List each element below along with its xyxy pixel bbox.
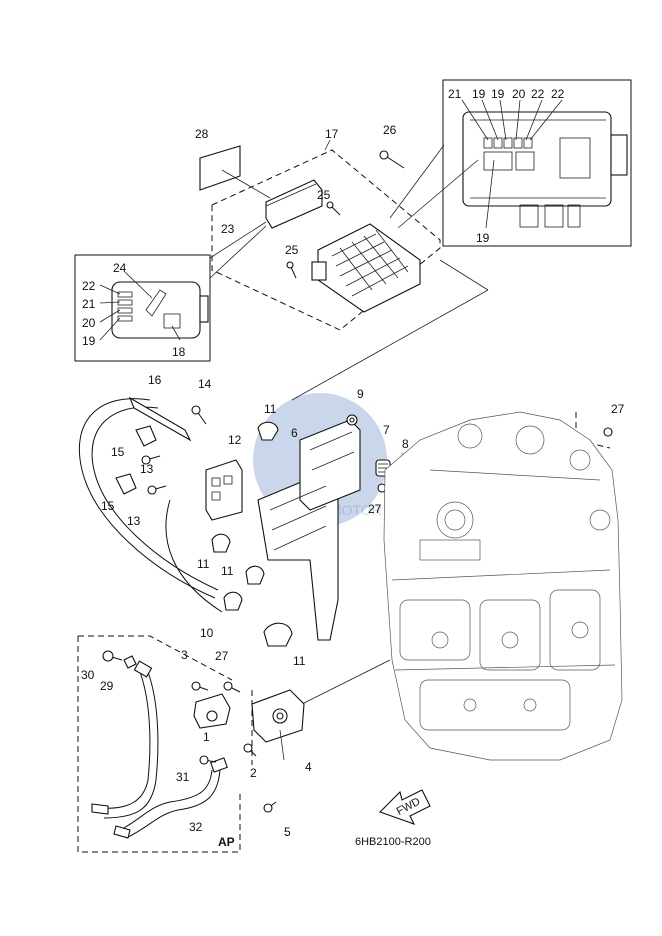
callout-5: 5 <box>284 825 291 839</box>
fwd-arrow: FWD <box>378 789 431 825</box>
leader-lines <box>291 259 489 401</box>
callout-26: 26 <box>383 123 397 137</box>
callout-21: 21 <box>82 297 96 311</box>
ecu-detail-inset <box>442 79 632 247</box>
callout-25-mid: 25 <box>285 243 299 257</box>
callout-2: 2 <box>250 766 257 780</box>
callout-11-mid: 11 <box>197 557 210 571</box>
callout-29: 29 <box>100 679 114 693</box>
callout-15-bottom: 15 <box>101 499 115 513</box>
callout-8: 8 <box>402 437 409 451</box>
callouts: 28 17 26 25 23 25 21 19 19 20 22 22 19 2… <box>81 87 625 839</box>
callout-31: 31 <box>176 770 190 784</box>
ecu-cover <box>265 179 323 229</box>
callout-24: 24 <box>113 261 127 275</box>
ecu-group-outline <box>211 139 479 331</box>
callout-11-lower: 11 <box>221 564 234 578</box>
cable-32 <box>91 660 228 839</box>
callout-18: 18 <box>172 345 186 359</box>
ap-group: AP <box>77 635 253 853</box>
callout-27-mid: 27 <box>368 502 382 516</box>
callout-28: 28 <box>195 127 209 141</box>
callout-19: 19 <box>82 334 96 348</box>
callout-3: 3 <box>181 648 188 662</box>
callout-13-top: 13 <box>140 462 154 476</box>
ecu-unit <box>311 223 421 313</box>
clips-and-bolts <box>115 405 293 647</box>
callout-27-right: 27 <box>611 402 625 416</box>
cable-16 <box>78 396 223 613</box>
callout-19-inset-a: 19 <box>472 87 486 101</box>
ap-label: AP <box>218 835 235 849</box>
callout-11-bottom: 11 <box>293 654 306 668</box>
callout-9: 9 <box>357 387 364 401</box>
callout-22-inset-a: 22 <box>531 87 545 101</box>
callout-12: 12 <box>228 433 242 447</box>
callout-20-inset: 20 <box>512 87 526 101</box>
callout-19-inset-c: 19 <box>476 231 490 245</box>
callout-11-top: 11 <box>264 402 277 416</box>
callout-4: 4 <box>305 760 312 774</box>
engine-block <box>383 411 623 761</box>
bolt-25b <box>286 261 297 279</box>
callout-25-top: 25 <box>317 188 331 202</box>
callout-19-inset-b: 19 <box>491 87 505 101</box>
callout-30: 30 <box>81 668 95 682</box>
callout-10: 10 <box>200 626 214 640</box>
callout-14: 14 <box>198 377 212 391</box>
callout-17: 17 <box>325 127 339 141</box>
diagram-code: 6HB2100-R200 <box>355 836 431 848</box>
callout-23: 23 <box>221 222 235 236</box>
callout-20: 20 <box>82 316 96 330</box>
callout-16: 16 <box>148 373 162 387</box>
callout-22: 22 <box>82 279 96 293</box>
bolt-25a <box>326 201 341 216</box>
callout-6: 6 <box>291 426 298 440</box>
callout-15-top: 15 <box>111 445 125 459</box>
relay-and-fasteners <box>102 650 305 813</box>
callout-13-bottom: 13 <box>127 514 141 528</box>
callout-21-inset: 21 <box>448 87 462 101</box>
callout-1: 1 <box>203 730 210 744</box>
callout-7: 7 <box>383 423 390 437</box>
label-sticker <box>199 145 241 191</box>
callout-22-inset-b: 22 <box>551 87 565 101</box>
cover-detail-inset <box>74 221 267 362</box>
callout-27-lower: 27 <box>215 649 229 663</box>
screw-26 <box>379 150 405 169</box>
callout-32: 32 <box>189 820 203 834</box>
